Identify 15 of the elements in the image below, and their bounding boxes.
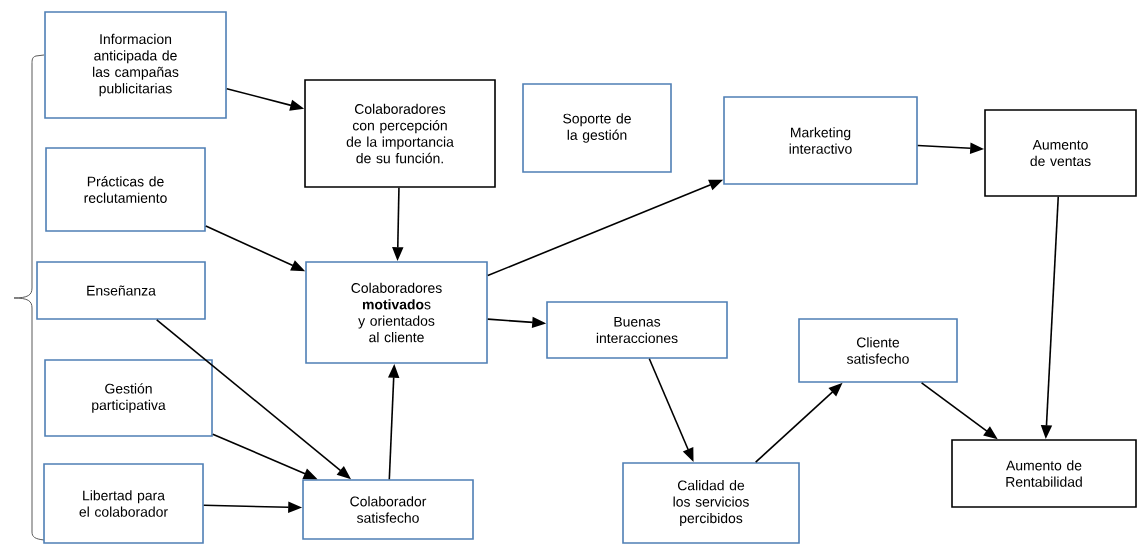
process-box: Aumento de ventas [984, 109, 1137, 197]
process-box: Buenas interacciones [546, 301, 728, 359]
process-box: Colaboradores con percepción de la importancia de su función. [304, 79, 496, 188]
process-box: Prácticas de reclutamiento [45, 147, 206, 232]
process-box: Libertad para el colaborador [43, 463, 204, 544]
process-box: Aumento de Rentabilidad [951, 439, 1137, 508]
process-box: Soporte de la gestión [522, 83, 672, 173]
process-box: Colaboradores motivados y orientados al cliente [305, 261, 488, 364]
process-box: Enseñanza [36, 261, 206, 320]
process-box: Gestión participativa [44, 359, 213, 437]
process-box: Marketing interactivo [723, 96, 918, 185]
process-box: Calidad de los servicios percibidos [622, 462, 800, 544]
process-box: Cliente satisfecho [798, 318, 958, 383]
process-box: Colaborador satisfecho [302, 479, 474, 540]
process-box: Informacion anticipada de las campañas publicitarias [44, 11, 227, 119]
